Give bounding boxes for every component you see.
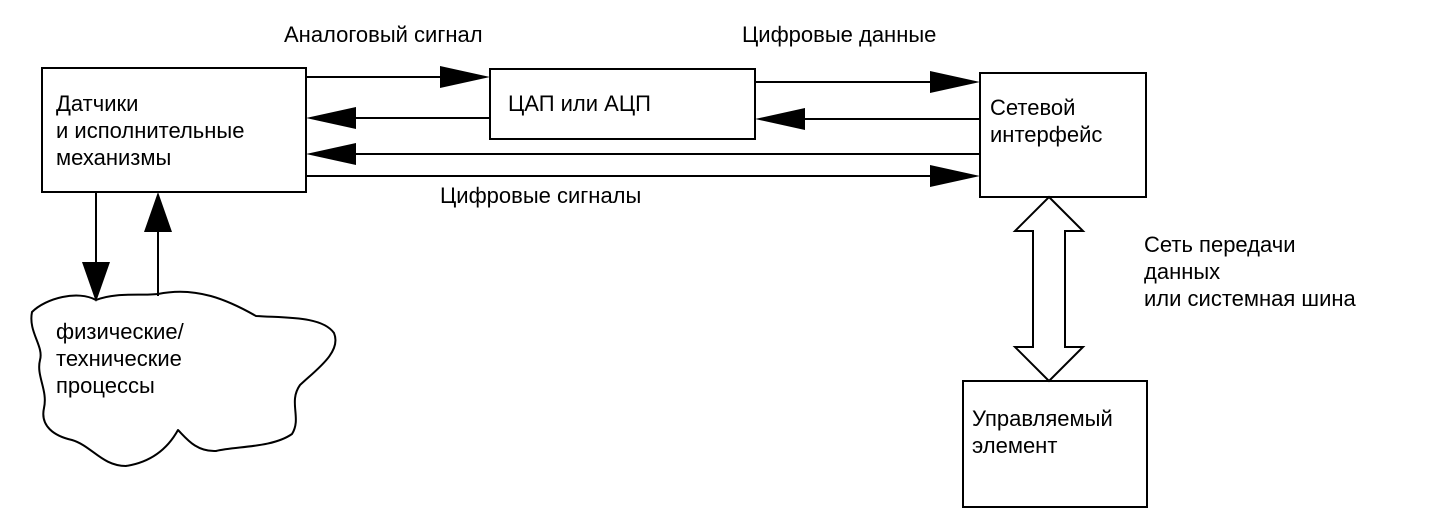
label-network: Сеть передачи данных или системная шина [1144,232,1356,311]
converter-block [489,68,756,140]
arrowhead-sensors-to-network [930,165,980,187]
processes-label: физические/ технические процессы [56,319,184,398]
arrowhead-converter-to-sensors [306,107,356,129]
label-digital-data: Цифровые данные [742,22,937,47]
arrowhead-converter-to-network [930,71,980,93]
arrowhead-processes-to-sensors [144,192,172,232]
arrowhead-analog-to-converter [440,66,490,88]
arrowhead-network-to-converter [755,108,805,130]
controlled-element-block-label: Управляемый элемент [972,406,1113,458]
network-bus-double-arrow [1012,195,1086,383]
converter-block-label: ЦАП или АЦП [508,91,651,116]
arrowhead-network-to-sensors [306,143,356,165]
arrowhead-sensors-to-processes [82,262,110,302]
sensors-block-label: Датчики и исполнительные механизмы [56,91,245,170]
processes-cloud [30,290,337,467]
sensors-block [41,67,307,193]
label-digital-signals: Цифровые сигналы [440,183,642,208]
network-interface-block-label: Сетевой интерфейс [990,95,1103,147]
controlled-element-block [962,380,1148,508]
label-analog-signal: Аналоговый сигнал [284,22,483,47]
network-interface-block [979,72,1147,198]
